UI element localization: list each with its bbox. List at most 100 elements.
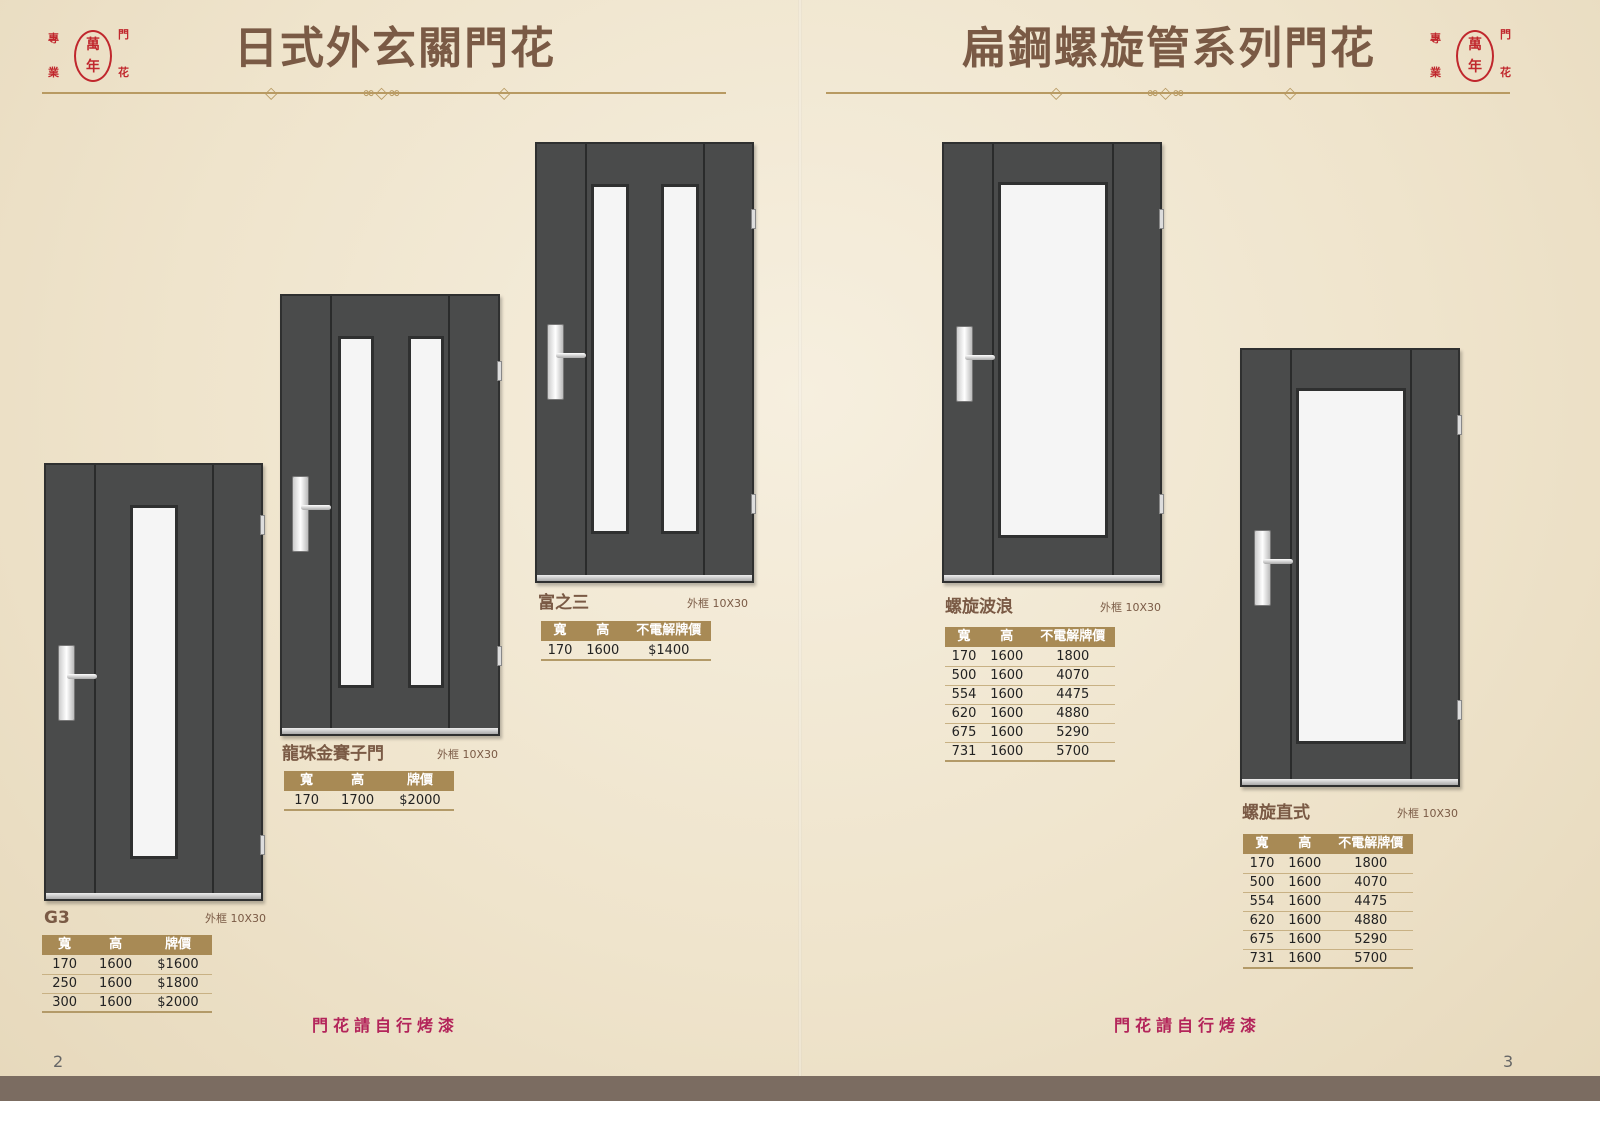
table-cell: 554 bbox=[945, 685, 983, 705]
table-cell: 4880 bbox=[1030, 704, 1115, 724]
door-image-spiral-wave bbox=[942, 142, 1164, 583]
column-header: 高 bbox=[982, 627, 1031, 647]
table-cell: 170 bbox=[284, 791, 330, 811]
table-cell: 1600 bbox=[982, 704, 1031, 724]
ornament-icon: ∞◇∞ bbox=[1146, 83, 1185, 102]
table-cell: 1600 bbox=[1280, 892, 1329, 912]
table-cell: 1600 bbox=[982, 647, 1031, 667]
table-cell: 1600 bbox=[87, 955, 144, 975]
table-cell: 170 bbox=[945, 647, 983, 667]
divider bbox=[826, 92, 1510, 94]
logo-seal: 萬年 bbox=[1456, 30, 1494, 82]
door-image-longzhu bbox=[280, 294, 502, 736]
table-cell: 675 bbox=[1243, 930, 1281, 950]
column-header: 牌價 bbox=[143, 935, 212, 955]
table-cell: 170 bbox=[42, 955, 88, 975]
table-cell: 1600 bbox=[982, 742, 1031, 762]
product-name: 螺旋直式 bbox=[1242, 803, 1310, 823]
table-cell: 4880 bbox=[1328, 911, 1413, 931]
column-header: 不電解牌價 bbox=[626, 621, 711, 641]
table-cell: 500 bbox=[1243, 873, 1281, 893]
logo-char: 門 bbox=[1500, 28, 1511, 41]
logo-char: 業 bbox=[48, 66, 59, 79]
table-cell: 554 bbox=[1243, 892, 1281, 912]
column-header: 寬 bbox=[945, 627, 983, 647]
table-cell: 5290 bbox=[1030, 723, 1115, 743]
page-spine bbox=[798, 0, 802, 1076]
table-cell: 1600 bbox=[578, 641, 627, 661]
table-cell: 5700 bbox=[1030, 742, 1115, 762]
column-header: 寬 bbox=[541, 621, 579, 641]
frame-spec: 外框 10X30 bbox=[205, 912, 267, 925]
table-cell: 1600 bbox=[1280, 873, 1329, 893]
logo-seal: 萬年 bbox=[74, 30, 112, 82]
table-cell: 1600 bbox=[1280, 949, 1329, 969]
door-handle bbox=[292, 476, 331, 552]
column-header: 牌價 bbox=[385, 771, 454, 791]
table-cell: $1800 bbox=[143, 974, 212, 994]
table-cell: 5700 bbox=[1328, 949, 1413, 969]
table-cell: 731 bbox=[1243, 949, 1281, 969]
table-cell: 4475 bbox=[1030, 685, 1115, 705]
logo-char: 花 bbox=[1500, 66, 1511, 79]
table-cell: 4475 bbox=[1328, 892, 1413, 912]
table-cell: 675 bbox=[945, 723, 983, 743]
ornament-icon: ◇ bbox=[498, 83, 511, 102]
product-name: 龍珠金賽子門 bbox=[282, 744, 384, 764]
table-cell: $2000 bbox=[385, 791, 454, 811]
product-name: G3 bbox=[44, 908, 70, 928]
table-cell: 500 bbox=[945, 666, 983, 686]
table-cell: 5290 bbox=[1328, 930, 1413, 950]
logo-char: 年 bbox=[86, 59, 100, 75]
table-cell: 1700 bbox=[329, 791, 386, 811]
door-handle bbox=[956, 326, 995, 402]
column-header: 高 bbox=[1280, 834, 1329, 854]
table-cell: 4070 bbox=[1328, 873, 1413, 893]
frame-spec: 外框 10X30 bbox=[437, 748, 499, 761]
table-header: 寬高牌價 bbox=[42, 935, 212, 955]
column-header: 高 bbox=[329, 771, 386, 791]
logo-char: 花 bbox=[118, 66, 129, 79]
ornament-icon: ◇ bbox=[1284, 83, 1297, 102]
divider bbox=[42, 92, 726, 94]
page-number: 2 bbox=[53, 1052, 64, 1071]
table-cell: 1600 bbox=[982, 685, 1031, 705]
table-cell: 170 bbox=[541, 641, 579, 661]
table-cell: 620 bbox=[945, 704, 983, 724]
door-image-g3 bbox=[44, 463, 265, 901]
table-cell: 1600 bbox=[87, 974, 144, 994]
table-header: 寬高牌價 bbox=[284, 771, 454, 791]
table-cell: 1600 bbox=[87, 993, 144, 1013]
door-handle bbox=[1254, 530, 1293, 606]
ornament-icon: ∞◇∞ bbox=[362, 83, 401, 102]
table-cell: 1800 bbox=[1030, 647, 1115, 667]
column-header: 不電解牌價 bbox=[1030, 627, 1115, 647]
frame-spec: 外框 10X30 bbox=[1100, 601, 1162, 614]
logo-char: 門 bbox=[118, 28, 129, 41]
frame-spec: 外框 10X30 bbox=[1397, 807, 1459, 820]
frame-spec: 外框 10X30 bbox=[687, 597, 749, 610]
product-name: 富之三 bbox=[538, 593, 589, 613]
logo-char: 年 bbox=[1468, 59, 1482, 75]
table-cell: 170 bbox=[1243, 854, 1281, 874]
column-header: 高 bbox=[87, 935, 144, 955]
brand-logo: 專 門 業 花 萬年 bbox=[1430, 28, 1520, 84]
table-cell: 1600 bbox=[1280, 930, 1329, 950]
table-header: 寬高不電解牌價 bbox=[541, 621, 711, 641]
